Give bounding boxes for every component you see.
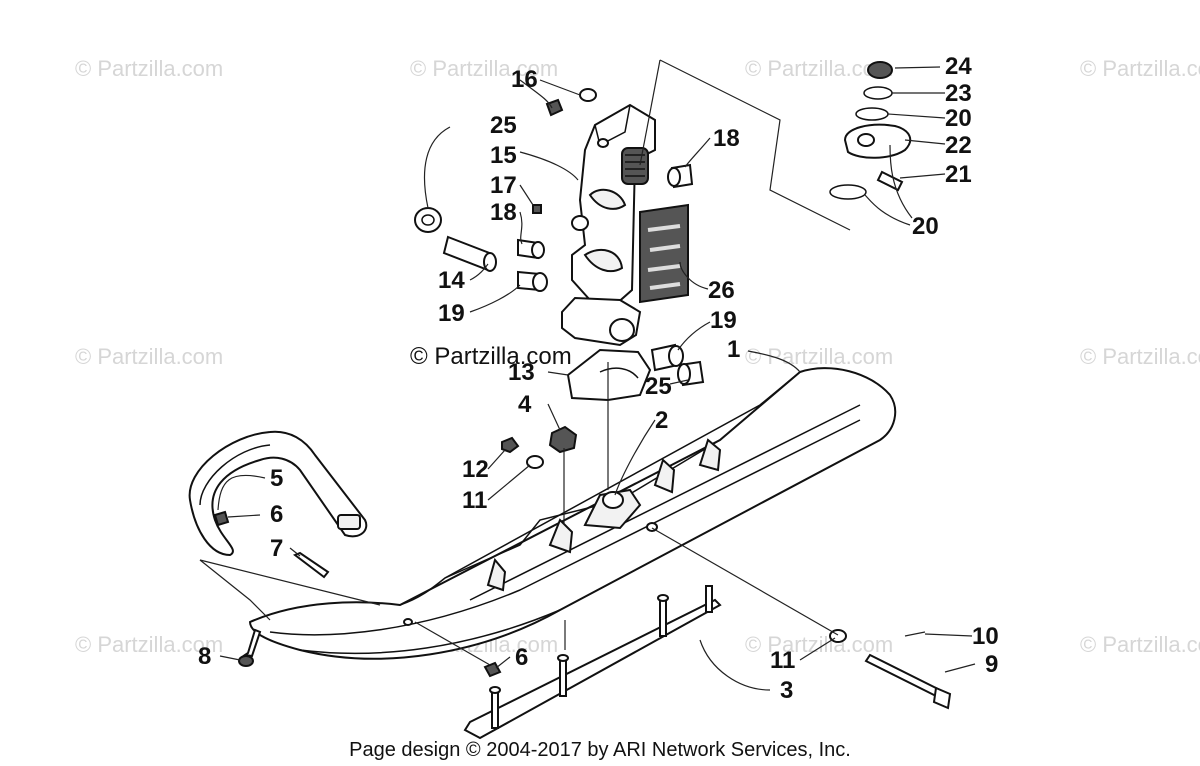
- watermark: © Partzilla.com: [1080, 344, 1200, 369]
- callout-12: 12: [462, 456, 489, 483]
- watermark: © Partzilla.com: [75, 56, 223, 81]
- callout-7: 7: [270, 535, 283, 562]
- callout-19a: 19: [438, 300, 465, 327]
- watermark: © Partzilla.com: [75, 632, 223, 657]
- callout-21: 21: [945, 161, 972, 188]
- callout-6b: 6: [515, 644, 528, 671]
- callout-6a: 6: [270, 501, 283, 528]
- leader-lines: [199, 59, 976, 691]
- damper-block: [566, 348, 652, 402]
- watermark: © Partzilla.com: [745, 344, 893, 369]
- callout-25a: 25: [490, 112, 517, 139]
- ski-loop-handle: [188, 430, 368, 557]
- callout-20a: 20: [945, 105, 972, 132]
- callout-22: 22: [945, 132, 972, 159]
- watermark: © Partzilla.com: [75, 344, 223, 369]
- center-watermark: © Partzilla.com: [410, 343, 572, 370]
- callout-18b: 18: [713, 125, 740, 152]
- callout-13: 13: [508, 359, 535, 386]
- clamp-assembly: [829, 61, 912, 200]
- callout-17: 17: [490, 172, 517, 199]
- callout-20b: 20: [912, 213, 939, 240]
- callout-25b: 25: [645, 373, 672, 400]
- callout-16: 16: [511, 66, 538, 93]
- callout-5: 5: [270, 465, 283, 492]
- footer-copyright: Page design © 2004-2017 by ARI Network S…: [349, 739, 851, 761]
- wear-bar: [463, 585, 722, 740]
- watermark: © Partzilla.com: [1080, 56, 1200, 81]
- callout-15: 15: [490, 142, 517, 169]
- callout-11a: 11: [462, 487, 487, 514]
- callout-11b: 11: [770, 647, 795, 674]
- callout-23: 23: [945, 80, 972, 107]
- spindle-bracket: [561, 103, 656, 347]
- callouts: 1 2 3 4 5 6 6 7 8 9 10 11 11 12 13 14 15…: [198, 53, 999, 704]
- bushings: [414, 88, 705, 387]
- callout-14: 14: [438, 267, 465, 294]
- callout-8: 8: [198, 643, 211, 670]
- callout-3: 3: [780, 677, 793, 704]
- callout-10: 10: [972, 623, 999, 650]
- watermark: © Partzilla.com: [410, 56, 558, 81]
- decal: [639, 203, 689, 304]
- callout-24: 24: [945, 53, 972, 80]
- callout-26: 26: [708, 277, 735, 304]
- callout-18a: 18: [490, 199, 517, 226]
- callout-19b: 19: [710, 307, 737, 334]
- hardware: [213, 425, 952, 710]
- callout-2: 2: [655, 407, 668, 434]
- watermark: © Partzilla.com: [745, 632, 893, 657]
- ski-body: [248, 367, 897, 660]
- callout-9: 9: [985, 651, 998, 678]
- callout-4: 4: [518, 391, 532, 418]
- callout-1: 1: [727, 336, 740, 363]
- watermark: © Partzilla.com: [1080, 632, 1200, 657]
